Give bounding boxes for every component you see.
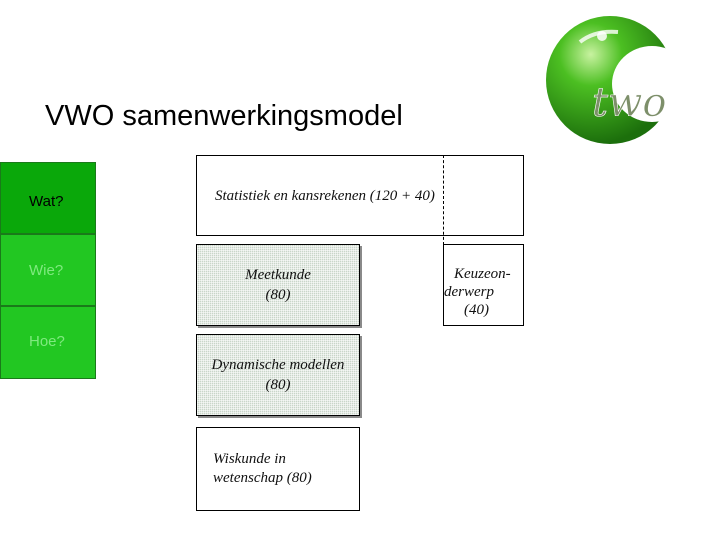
block-keuze-line2: derwerp: [444, 284, 494, 300]
sidebar-item-label: Wat?: [29, 193, 64, 210]
sidebar-item-hoe: Hoe?: [0, 306, 96, 379]
block-meetkunde-line1: Meetkunde: [245, 267, 311, 283]
block-meetkunde-line2: (80): [265, 287, 291, 303]
block-keuze-line3: (40): [464, 302, 489, 318]
slide-title: VWO samenwerkingsmodel: [45, 100, 403, 132]
block-wiskunde-line1: Wiskunde in: [213, 451, 286, 467]
block-meetkunde: Meetkunde (80): [196, 244, 360, 326]
block-statistiek-text: Statistiek en kansrekenen (120 + 40): [215, 188, 435, 204]
block-dynamische-modellen: Dynamische modellen (80): [196, 334, 360, 416]
dashed-divider: [443, 155, 444, 245]
block-statistiek: Statistiek en kansrekenen (120 + 40): [196, 155, 524, 236]
sidebar-item-label: Wie?: [29, 262, 64, 279]
sidebar-item-wat: Wat?: [0, 162, 96, 234]
block-dynamische-line1: Dynamische modellen: [211, 357, 345, 373]
block-keuze-line1: Keuzeon-: [454, 266, 511, 282]
sidebar-item-wie: Wie?: [0, 234, 96, 306]
block-wiskunde-line2: wetenschap (80): [213, 470, 312, 486]
sidebar-item-label: Hoe?: [29, 333, 65, 350]
logo-text: two: [592, 80, 666, 126]
two-logo: two: [546, 16, 692, 144]
block-keuzeonderwerp: Keuzeon- derwerp (40): [443, 244, 524, 326]
block-wiskunde-in-wetenschap: Wiskunde in wetenschap (80): [196, 427, 360, 511]
block-dynamische-line2: (80): [265, 377, 291, 393]
